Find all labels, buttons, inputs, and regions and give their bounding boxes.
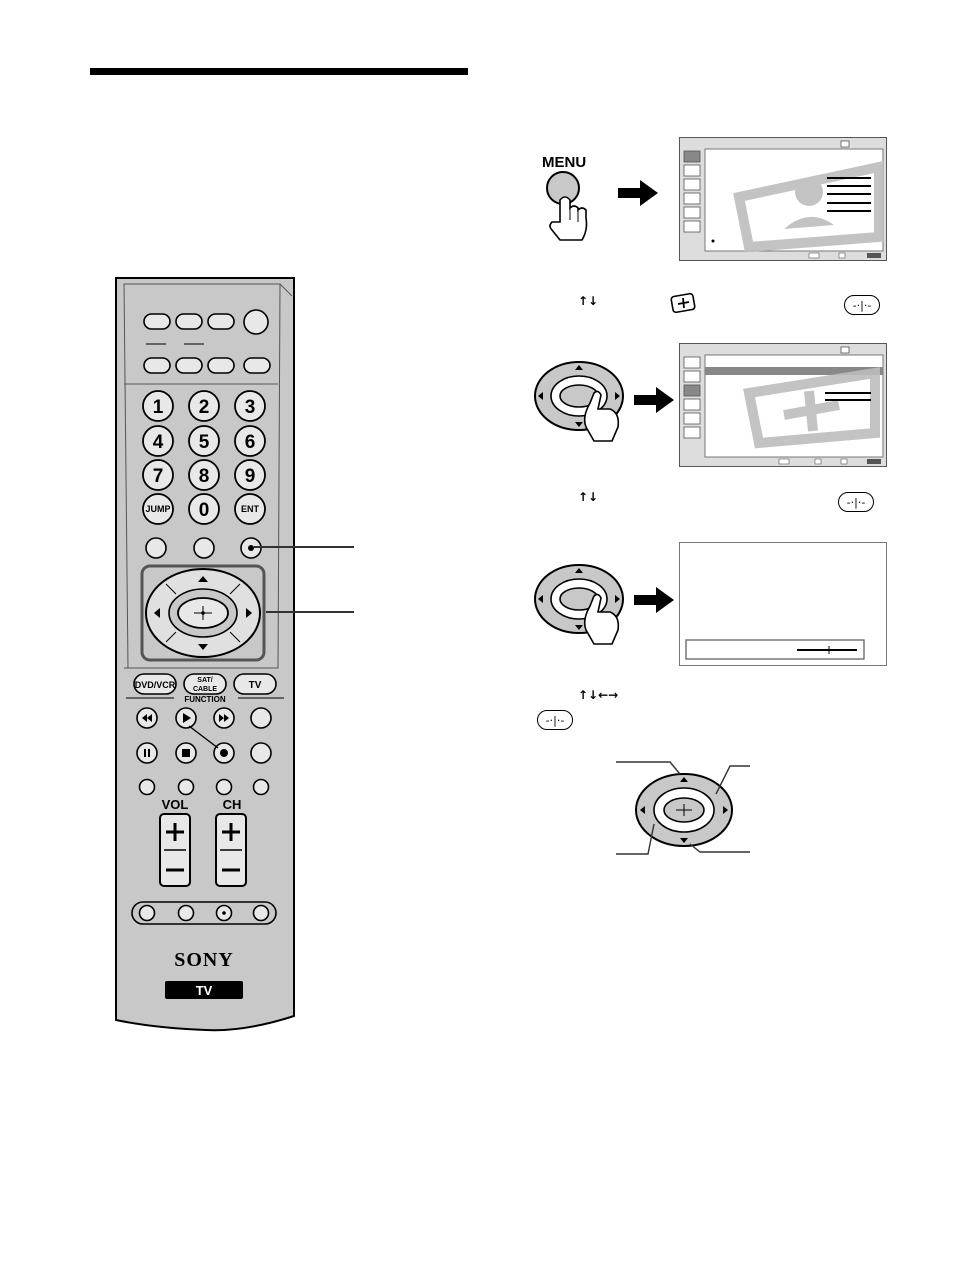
key-1[interactable]: 1 xyxy=(153,397,164,418)
key-6[interactable]: 6 xyxy=(245,432,256,453)
menu-screen-setup xyxy=(679,343,887,467)
menu-button-label: MENU xyxy=(542,154,587,171)
arrow-right-icon xyxy=(634,587,674,613)
menu-press-illustration xyxy=(546,171,588,241)
key-8[interactable]: 8 xyxy=(199,466,210,487)
function-label: FUNCTION xyxy=(184,695,226,704)
callout-line-menu xyxy=(254,546,354,548)
remote-control: 1 2 3 4 5 6 7 8 9 0 JUMP ENT DVD/VCR SAT… xyxy=(115,277,295,1032)
joystick-press-illustration-2 xyxy=(534,564,624,645)
adjustment-screen xyxy=(679,542,887,666)
key-5[interactable]: 5 xyxy=(199,432,210,453)
menu-screen-picture xyxy=(679,137,887,261)
joystick-press-illustration-1 xyxy=(534,361,624,442)
hand-press-icon xyxy=(583,593,620,645)
key-dvd-vcr[interactable]: DVD/VCR xyxy=(135,680,176,690)
arrow-right-icon xyxy=(618,180,658,206)
key-tv[interactable]: TV xyxy=(249,680,262,691)
key-ent[interactable]: ENT xyxy=(241,504,260,514)
key-2[interactable]: 2 xyxy=(199,397,210,418)
vol-label: VOL xyxy=(162,797,189,812)
key-4[interactable]: 4 xyxy=(153,432,164,453)
key-7[interactable]: 7 xyxy=(153,466,164,487)
enter-icon: -·|·- xyxy=(844,295,880,315)
setup-menu-icon xyxy=(670,292,696,314)
section-heading-rule xyxy=(90,68,468,75)
key-3[interactable]: 3 xyxy=(245,397,256,418)
key-sat-cable-line2[interactable]: CABLE xyxy=(193,686,217,693)
tv-badge: TV xyxy=(196,983,213,998)
key-jump[interactable]: JUMP xyxy=(145,504,170,514)
hand-press-icon xyxy=(583,390,620,442)
callout-line-joystick xyxy=(266,611,354,613)
key-0[interactable]: 0 xyxy=(199,500,210,521)
enter-icon: -·|·- xyxy=(838,492,874,512)
enter-icon: -·|·- xyxy=(537,710,573,730)
brand-logo: SONY xyxy=(174,949,234,971)
joystick-direction-diagram xyxy=(616,761,750,855)
step2-arrow-keys: ↑↓ xyxy=(578,294,599,308)
ch-label: CH xyxy=(223,797,242,812)
step4-arrow-keys: ↑↓←→ xyxy=(578,688,619,702)
key-sat-cable-line1[interactable]: SAT/ xyxy=(197,677,212,684)
step3-arrow-keys: ↑↓ xyxy=(578,490,599,504)
arrow-right-icon xyxy=(634,387,674,413)
hand-press-icon xyxy=(549,196,588,241)
key-9[interactable]: 9 xyxy=(245,466,256,487)
